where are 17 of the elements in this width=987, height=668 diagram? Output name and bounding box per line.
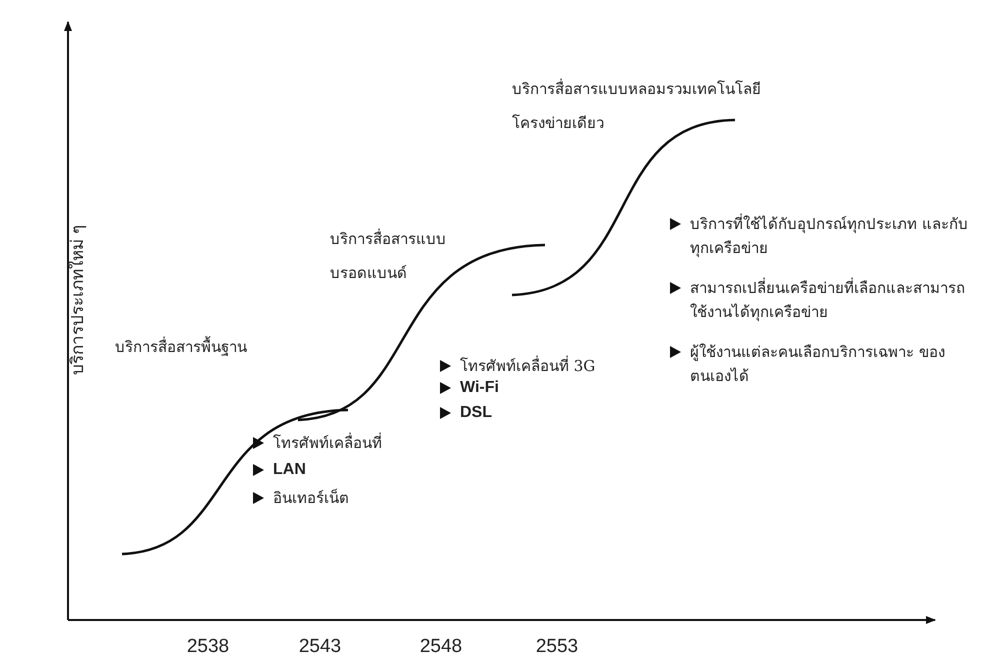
bullet-text: โทรศัพท์เคลื่อนที่ xyxy=(273,432,382,454)
stage-heading: บริการสื่อสารพื้นฐาน xyxy=(115,335,248,358)
bullet-text: ผู้ใช้งานแต่ละคนเลือกบริการเฉพาะ ของตนเองได้ xyxy=(690,342,946,387)
stage-heading: บริการสื่อสารแบบหลอมรวมเทคโนโลยี โครงข่ายเดียว xyxy=(512,78,762,134)
bullet-text: LAN xyxy=(273,460,306,480)
tick-label: 2548 xyxy=(420,636,462,658)
stage-heading: บริการสื่อสารแบบ บรอดแบนด์ xyxy=(330,228,447,284)
axis-title: บริการประเภทใหม่ ๆ xyxy=(67,224,89,376)
tick-label: 2543 xyxy=(298,636,342,658)
bullet-text: บริการที่ใช้ได้กับอุปกรณ์ทุกประเภท และกับทุกเครือข่าย xyxy=(690,212,969,260)
bullet-text: โทรศัพท์เคลื่อนที่ 3G xyxy=(460,354,596,377)
tick-label: 2553 xyxy=(536,636,578,658)
bullet-text: อินเทอร์เน็ต xyxy=(273,488,349,509)
bullet-text: Wi-Fi xyxy=(460,378,499,398)
bullet-text: สามารถเปลี่ยนเครือข่ายที่เลือกและสามารถ ใช้งานได้ทุกเครือข่าย xyxy=(690,276,966,324)
tick-label: 2538 xyxy=(186,636,230,658)
bullet-text: DSL xyxy=(460,403,492,423)
